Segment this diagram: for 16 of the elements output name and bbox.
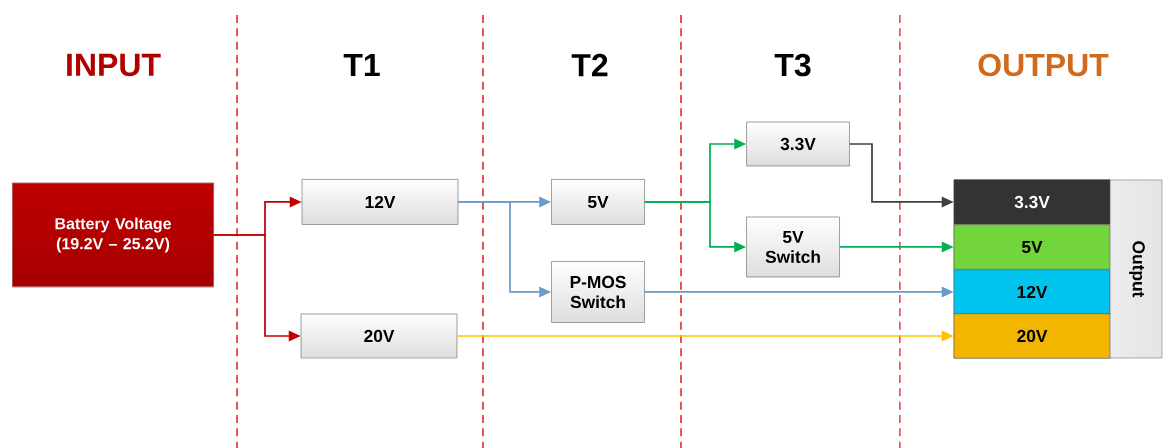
column-heading: T2: [571, 53, 608, 77]
converter-box: 12V: [301, 179, 459, 225]
converter-box: 20V: [300, 313, 458, 359]
column-heading: INPUT: [67, 53, 161, 77]
converter-box: 5V: [551, 179, 645, 225]
source-box: Battery Voltage (19.2V – 25.2V): [12, 182, 214, 288]
output-band: 12V: [953, 269, 1111, 315]
column-heading: OUTPUT: [978, 53, 1109, 77]
column-heading: T3: [774, 53, 811, 77]
converter-box: 5V Switch: [746, 216, 840, 278]
column-heading: T1: [343, 54, 380, 76]
output-band: 20V: [953, 313, 1111, 359]
converter-box: P-MOS Switch: [551, 261, 645, 323]
output-band: 3.3V: [953, 179, 1111, 225]
output-band: 5V: [953, 224, 1111, 270]
converter-box: 3.3V: [746, 121, 850, 167]
